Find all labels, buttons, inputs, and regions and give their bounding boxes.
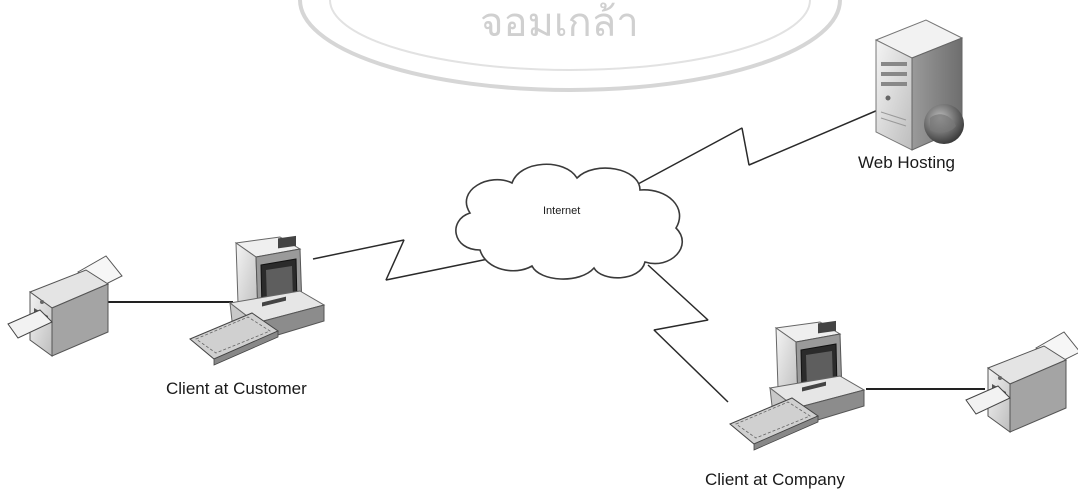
link-internet-company: [647, 264, 729, 403]
desktop-computer-icon: [189, 235, 326, 366]
watermark-seal: จอมเกล้า: [298, 0, 842, 92]
server-icon: [874, 19, 964, 151]
web-hosting-label: Web Hosting: [858, 153, 956, 172]
printer-icon: [7, 255, 123, 357]
client-at-company-label: Client at Company: [705, 470, 845, 489]
cloud-icon: [455, 163, 683, 280]
link-internet-webhosting: [637, 109, 879, 185]
desktop-computer-icon: [729, 320, 866, 451]
printer-icon: [965, 331, 1078, 433]
internet-label: Internet: [543, 205, 581, 217]
watermark-text: จอมเกล้า: [480, 0, 639, 46]
client-at-customer-label: Client at Customer: [166, 379, 307, 398]
link-customer-internet: [312, 239, 494, 281]
